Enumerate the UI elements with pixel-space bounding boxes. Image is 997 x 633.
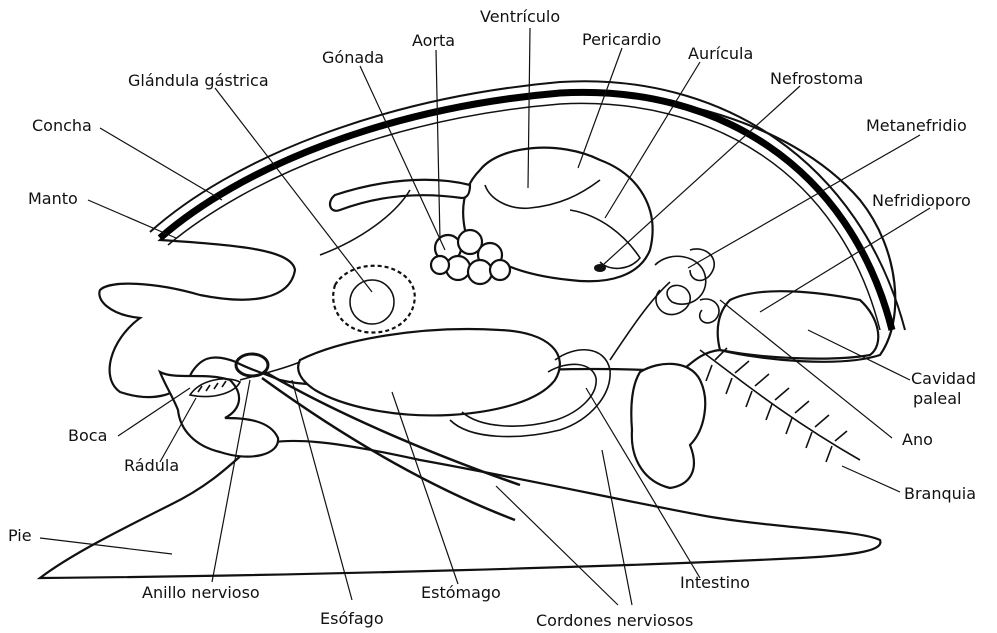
label-manto: Manto: [28, 189, 78, 208]
posterior-lobe: [631, 364, 705, 488]
label-anillo-nervioso: Anillo nervioso: [142, 583, 260, 602]
label-cavidad: Cavidad: [911, 369, 976, 388]
label-auricula: Aurícula: [688, 44, 753, 63]
label-cordones-nerviosos: Cordones nerviosos: [536, 611, 693, 630]
mouth-region: [160, 372, 278, 457]
label-branquia: Branquia: [904, 484, 976, 503]
label-glandula-gastrica: Glándula gástrica: [128, 71, 269, 90]
label-pie: Pie: [8, 526, 32, 545]
gill: [700, 348, 860, 462]
nephrostome: [594, 264, 606, 272]
label-boca: Boca: [68, 426, 107, 445]
pallial-cavity: [718, 291, 879, 358]
label-pericardio: Pericardio: [582, 30, 661, 49]
label-aorta: Aorta: [412, 31, 455, 50]
label-ventriculo: Ventrículo: [480, 7, 560, 26]
label-paleal: paleal: [913, 389, 962, 408]
label-radula: Rádula: [124, 456, 179, 475]
label-nefrostoma: Nefrostoma: [770, 69, 863, 88]
label-estomago: Estómago: [421, 583, 501, 602]
label-concha: Concha: [32, 116, 92, 135]
label-esofago: Esófago: [320, 609, 384, 628]
label-nefridioporo: Nefridioporo: [872, 191, 971, 210]
label-gonada: Gónada: [322, 48, 384, 67]
label-metanefridio: Metanefridio: [866, 116, 967, 135]
gastric-gland-lumen: [350, 280, 394, 324]
label-ano: Ano: [902, 430, 933, 449]
label-intestino: Intestino: [680, 573, 750, 592]
